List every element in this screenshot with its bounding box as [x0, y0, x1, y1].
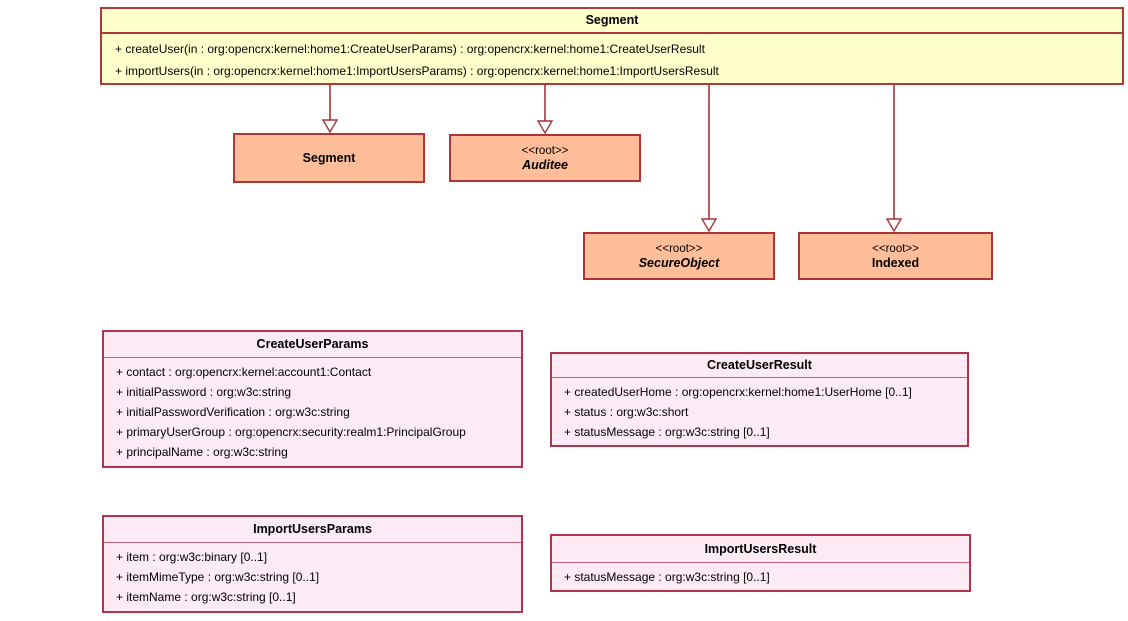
attribute-row: + contact : org:opencrx:kernel:account1:…: [116, 365, 372, 379]
attributes-compartment: + item : org:w3c:binary [0..1] + itemMim…: [104, 543, 521, 607]
generalization-arrow-to-auditee: [536, 84, 554, 135]
stereotype-label: <<root>>: [872, 242, 919, 255]
operations-compartment: + createUser(in : org:opencrx:kernel:hom…: [102, 34, 1122, 82]
class-createuserparams[interactable]: CreateUserParams + contact : org:opencrx…: [102, 330, 523, 468]
attribute-row: + primaryUserGroup : org:opencrx:securit…: [116, 425, 466, 439]
class-name: Segment: [302, 150, 356, 165]
generalization-arrow-to-secureobject: [700, 84, 718, 233]
class-createuserresult[interactable]: CreateUserResult + createdUserHome : org…: [550, 352, 969, 447]
operation-row: + createUser(in : org:opencrx:kernel:hom…: [115, 42, 705, 56]
attribute-row: + statusMessage : org:w3c:string [0..1]: [564, 570, 770, 584]
attribute-row: + status : org:w3c:short: [564, 405, 689, 419]
class-secureobject[interactable]: <<root>> SecureObject: [583, 232, 775, 280]
class-name: Auditee: [522, 157, 568, 172]
stereotype-label: <<root>>: [521, 144, 569, 157]
class-title: CreateUserResult: [552, 354, 967, 378]
generalization-arrow-to-segment: [321, 84, 339, 134]
class-title: ImportUsersParams: [104, 517, 521, 543]
attribute-row: + initialPasswordVerification : org:w3c:…: [116, 405, 350, 419]
attributes-compartment: + createdUserHome : org:opencrx:kernel:h…: [552, 378, 967, 442]
attribute-row: + item : org:w3c:binary [0..1]: [116, 550, 268, 564]
class-segment-supertype[interactable]: Segment: [233, 133, 425, 183]
stereotype-label: <<root>>: [655, 242, 703, 255]
attributes-compartment: + statusMessage : org:w3c:string [0..1]: [552, 563, 969, 587]
class-importusersparams[interactable]: ImportUsersParams + item : org:w3c:binar…: [102, 515, 523, 613]
attribute-row: + principalName : org:w3c:string: [116, 445, 288, 459]
class-title: CreateUserParams: [104, 332, 521, 358]
generalization-arrow-to-indexed: [885, 84, 903, 233]
class-importusersresult[interactable]: ImportUsersResult + statusMessage : org:…: [550, 534, 971, 592]
attribute-row: + itemMimeType : org:w3c:string [0..1]: [116, 570, 320, 584]
operation-row: + importUsers(in : org:opencrx:kernel:ho…: [115, 64, 719, 78]
attributes-compartment: + contact : org:opencrx:kernel:account1:…: [104, 358, 521, 462]
attribute-row: + statusMessage : org:w3c:string [0..1]: [564, 425, 770, 439]
class-name: SecureObject: [638, 255, 720, 270]
class-title: ImportUsersResult: [552, 536, 969, 563]
class-name: Indexed: [871, 255, 920, 270]
attribute-row: + initialPassword : org:w3c:string: [116, 385, 292, 399]
class-indexed[interactable]: <<root>> Indexed: [798, 232, 993, 280]
class-title: Segment: [102, 9, 1122, 34]
attribute-row: + createdUserHome : org:opencrx:kernel:h…: [564, 385, 912, 399]
attribute-row: + itemName : org:w3c:string [0..1]: [116, 590, 296, 604]
class-auditee[interactable]: <<root>> Auditee: [449, 134, 641, 182]
class-segment[interactable]: Segment + createUser(in : org:opencrx:ke…: [100, 7, 1124, 85]
